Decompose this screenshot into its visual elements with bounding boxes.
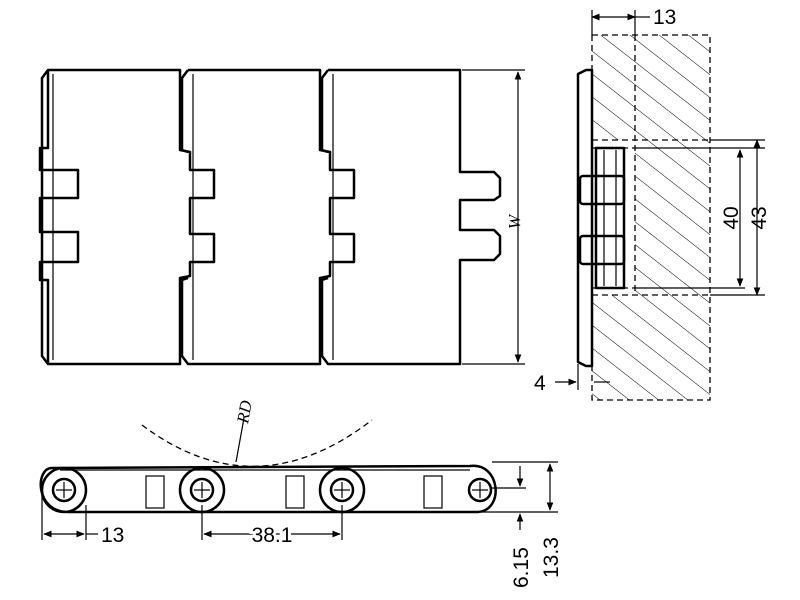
dim-side-4: 4 <box>534 372 546 395</box>
plate-2 <box>180 68 356 366</box>
dim-side-43: 43 <box>748 206 771 229</box>
dim-height-133: 13.3 <box>540 537 563 578</box>
dim-side-40: 40 <box>720 206 743 229</box>
chain-side-profile <box>576 68 594 368</box>
plate-1 <box>40 68 216 366</box>
dim-bottom-13: 13 <box>101 524 124 547</box>
dim-top-13: 13 <box>653 6 676 29</box>
rail-hatch-right <box>635 140 710 295</box>
pin-1 <box>40 466 88 514</box>
top-view: W <box>38 68 525 366</box>
bottom-view: RD 13 <box>39 398 563 588</box>
dim-height-615: 6.15 <box>510 547 533 588</box>
radius-label: RD <box>233 398 256 425</box>
chain-body <box>39 464 497 514</box>
rail-hatch-top <box>592 35 710 140</box>
rail-hatch-bottom <box>592 295 710 400</box>
side-view: 13 40 43 4 <box>534 6 771 401</box>
width-label: W <box>505 213 524 229</box>
plate-3-top-edge <box>320 69 329 154</box>
plate-2-top-edge <box>180 69 189 154</box>
plate-3 <box>320 68 502 366</box>
pin-4 <box>467 477 493 503</box>
plate-1-left-edge <box>38 70 80 364</box>
radius-arc <box>141 419 373 467</box>
dim-pitch: 38.1 <box>252 524 293 547</box>
